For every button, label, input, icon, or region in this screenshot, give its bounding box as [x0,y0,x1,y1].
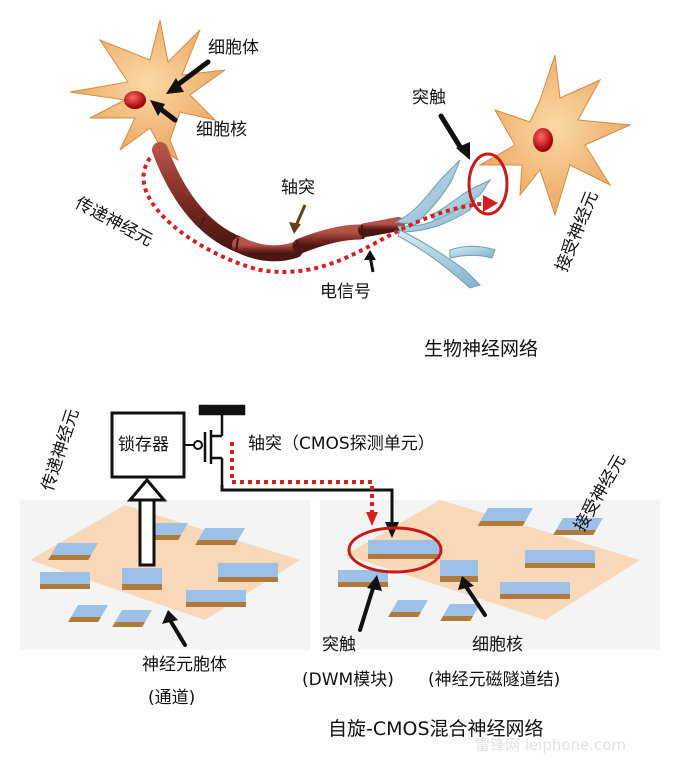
transistor-gate-bubble [193,440,203,450]
dwm-highlight-circle [347,526,443,574]
arrowhead-axon [289,222,301,234]
label-soma: 神经元胞体 [142,655,227,675]
label-synapse-top: 突触 [412,88,446,108]
label-mtj: (神经元磁隧道结) [428,670,561,690]
right-pads [338,508,603,621]
left-pads [40,523,278,627]
red-signal-path [230,442,374,515]
watermark: 雷锋网 leiphone.com [475,736,627,754]
transmit-nucleus [124,91,146,109]
arrowhead-soma [162,610,178,624]
black-wire-arrowhead [385,522,399,538]
black-signal-wire [220,485,394,530]
signal-arrowhead [483,195,498,212]
arrowhead-signal [364,250,376,260]
label-axon-cmos: 轴突（CMOS探测单元） [248,434,435,454]
arrowhead-cellbody [166,78,184,94]
electric-signal-path [141,156,491,274]
caption-spin: 自旋-CMOS混合神经网络 [328,718,544,740]
caption-bio: 生物神经网络 [424,338,539,360]
label-electric-signal: 电信号 [320,282,371,302]
red-path-arrowhead [366,512,378,526]
arrowhead-synapse [456,142,470,160]
label-synapse-bottom: 突触 [322,635,356,655]
label-nucleus-top: 细胞核 [196,120,247,140]
label-channel: (通道) [148,688,196,708]
receive-nucleus [533,128,553,152]
transmit-neuron-body [69,19,226,162]
synapse-highlight-circle [467,152,509,216]
label-cell-body: 细胞体 [208,38,259,58]
cmos-transistor [198,404,246,485]
axon [152,142,405,262]
latch-box [110,411,186,479]
label-axon-top: 轴突 [281,178,315,198]
arrowhead-dwm [367,575,382,591]
arrowhead-mtj [458,576,474,590]
bottom-label-arrows [168,583,487,647]
latch-hollow-arrow [126,477,168,567]
arrowhead-nucleus [150,100,165,116]
label-nucleus-bottom: 细胞核 [472,635,523,655]
label-dwm: (DWM模块) [302,670,394,690]
receive-neuron-body [478,54,632,217]
label-latch: 锁存器 [118,435,169,455]
